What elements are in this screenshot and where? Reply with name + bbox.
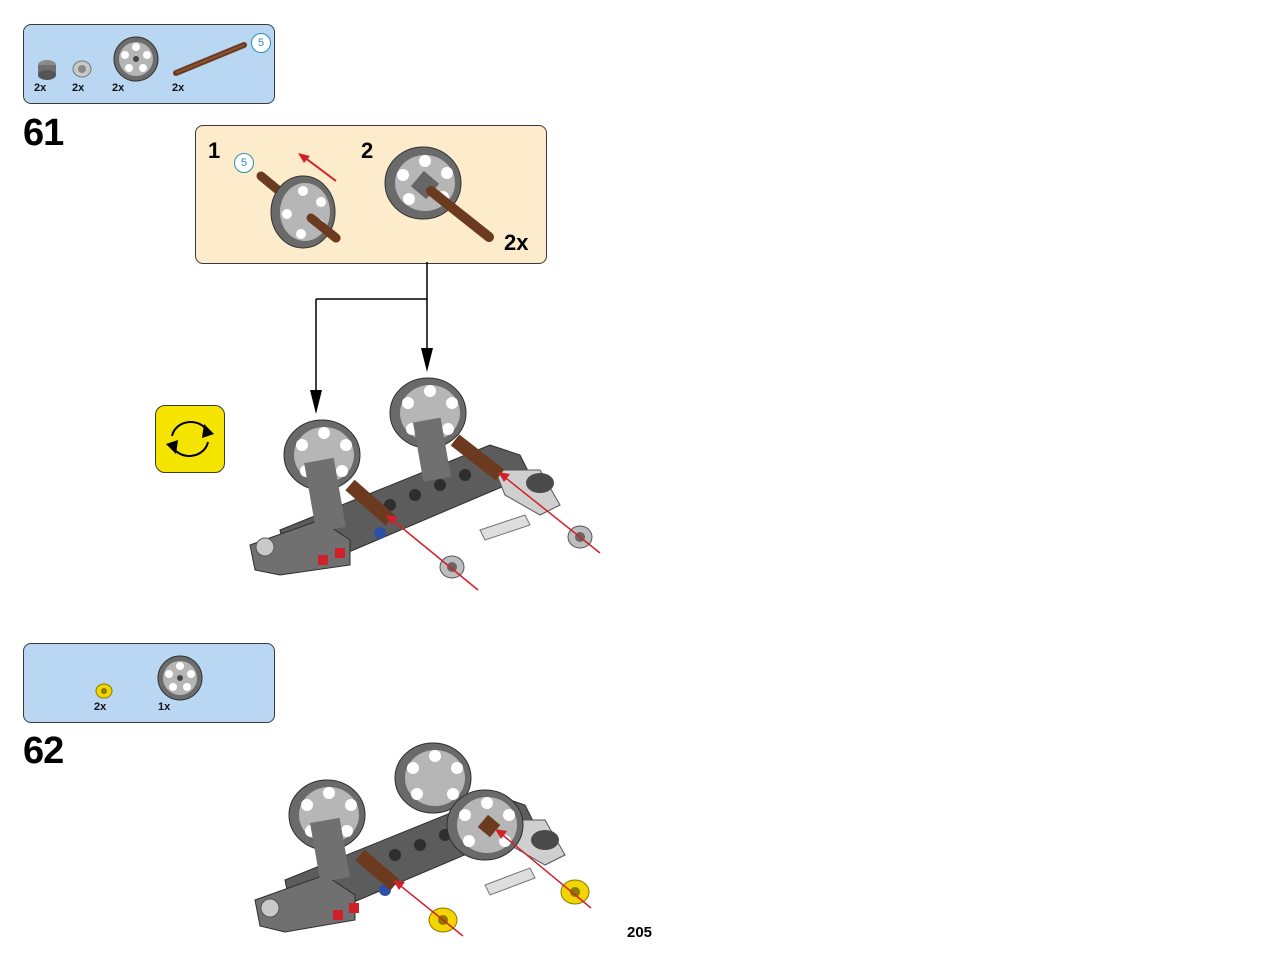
part-qty: 2x (94, 701, 107, 713)
bush-dark-icon (38, 60, 56, 80)
page-number: 205 (627, 924, 653, 941)
insert-arrow-icon (298, 153, 337, 182)
parts-list-step-62: 2x 1x (23, 643, 275, 723)
part-qty: 2x (34, 82, 47, 94)
submodel-multiplier: 2x (504, 230, 529, 255)
step-number-61: 61 (23, 112, 64, 154)
wheel-assembly-icon (384, 146, 494, 242)
step-number-62: 62 (23, 730, 64, 772)
part-qty: 1x (158, 701, 171, 713)
submodel-step-1-label: 1 (208, 138, 221, 163)
step-61-model (249, 377, 601, 591)
bush-light-icon (72, 60, 92, 78)
rotate-model-icon (155, 405, 225, 473)
wheel-hub-icon (113, 36, 159, 82)
part-qty: 2x (112, 82, 125, 94)
part-qty: 2x (172, 82, 185, 94)
callout-connector (310, 262, 433, 414)
part-qty: 2x (72, 82, 85, 94)
submodel-callout: 1 5 2 2x (195, 125, 547, 264)
yellow-bush-icon (95, 683, 113, 699)
axle-length-badge: 5 (234, 153, 254, 173)
axle-brown-icon (173, 42, 247, 76)
axle-length-badge: 5 (251, 33, 271, 53)
parts-list-step-61: 2x 2x 2x 2x 5 (23, 24, 275, 104)
submodel-step-2-label: 2 (361, 138, 374, 163)
wheel-hub-icon (157, 655, 203, 701)
wheel-with-axle-icon (256, 171, 341, 249)
step-62-model (254, 742, 592, 937)
